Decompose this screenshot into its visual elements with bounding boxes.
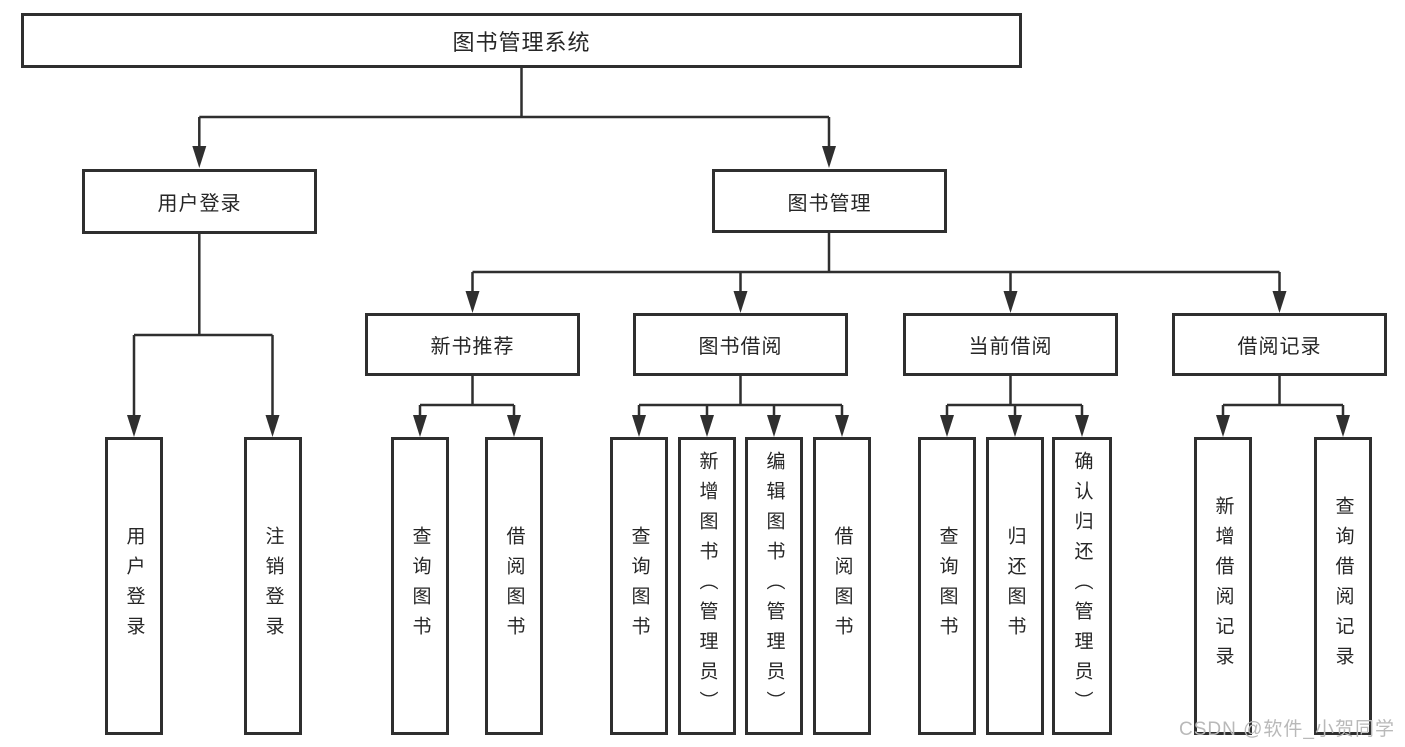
node-book-borrowing: 图书借阅 (633, 313, 848, 376)
node-book-management-branch: 图书管理 (712, 169, 947, 233)
leaf-borrow-books-recommend-label: 借阅图书 (503, 526, 525, 646)
leaf-borrow-books-borrowing: 借阅图书 (813, 437, 871, 735)
leaf-borrow-books-recommend: 借阅图书 (485, 437, 543, 735)
node-current-borrowing: 当前借阅 (903, 313, 1118, 376)
leaf-query-books-current-label: 查询图书 (936, 526, 958, 646)
node-user-login-branch: 用户登录 (82, 169, 317, 234)
leaf-query-books-borrowing: 查询图书 (610, 437, 668, 735)
node-root-system: 图书管理系统 (21, 13, 1022, 68)
leaf-query-books-recommend-label: 查询图书 (409, 526, 431, 646)
leaf-add-borrow-record-label: 新增借阅记录 (1212, 496, 1234, 676)
leaf-query-books-borrowing-label: 查询图书 (628, 526, 650, 646)
leaf-query-books-recommend: 查询图书 (391, 437, 449, 735)
csdn-watermark: CSDN @软件_小贺同学 (1179, 719, 1395, 740)
leaf-user-login: 用户登录 (105, 437, 163, 735)
leaf-add-book-admin: 新增图书（管理员） (678, 437, 736, 735)
node-borrowing-records: 借阅记录 (1172, 313, 1387, 376)
leaf-query-borrow-record-label: 查询借阅记录 (1332, 496, 1354, 676)
leaf-add-borrow-record: 新增借阅记录 (1194, 437, 1252, 735)
leaf-user-login-label: 用户登录 (123, 526, 145, 646)
node-new-book-recommend: 新书推荐 (365, 313, 580, 376)
leaf-return-books-label: 归还图书 (1004, 526, 1026, 646)
leaf-edit-book-admin-label: 编辑图书（管理员） (763, 451, 785, 721)
leaf-edit-book-admin: 编辑图书（管理员） (745, 437, 803, 735)
leaf-confirm-return-admin-label: 确认归还（管理员） (1071, 451, 1093, 721)
leaf-query-books-current: 查询图书 (918, 437, 976, 735)
leaf-confirm-return-admin: 确认归还（管理员） (1052, 437, 1112, 735)
leaf-add-book-admin-label: 新增图书（管理员） (696, 451, 718, 721)
leaf-logout-label: 注销登录 (262, 526, 284, 646)
leaf-return-books: 归还图书 (986, 437, 1044, 735)
leaf-query-borrow-record: 查询借阅记录 (1314, 437, 1372, 735)
leaf-borrow-books-borrowing-label: 借阅图书 (831, 526, 853, 646)
leaf-logout: 注销登录 (244, 437, 302, 735)
